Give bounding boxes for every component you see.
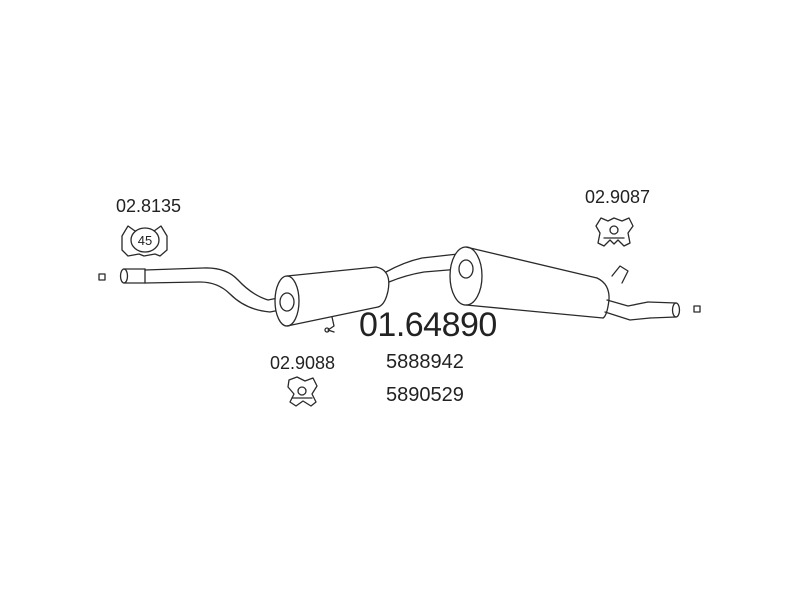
front-end-marker	[98, 273, 106, 281]
intermediate-pipe	[385, 253, 461, 283]
hanger-mid-icon	[287, 376, 318, 407]
rear-silencer	[449, 246, 629, 319]
hanger-mid-part-number: 02.9088	[270, 353, 336, 373]
clamp-size-label: 45	[138, 233, 152, 248]
rear-end-marker	[693, 305, 701, 313]
oe-reference-2: 5890529	[386, 384, 464, 406]
middle-silencer	[274, 266, 390, 333]
hanger-rear-part-number: 02.9087	[585, 187, 651, 207]
main-part-number: 01.64890	[359, 306, 497, 344]
clamp-part-number: 02.8135	[116, 196, 182, 216]
front-pipe	[119, 267, 281, 313]
hanger-rear-icon	[595, 217, 634, 247]
tail-pipe	[604, 299, 681, 321]
clamp-icon: 45	[121, 225, 168, 257]
oe-reference-1: 5888942	[386, 351, 464, 373]
